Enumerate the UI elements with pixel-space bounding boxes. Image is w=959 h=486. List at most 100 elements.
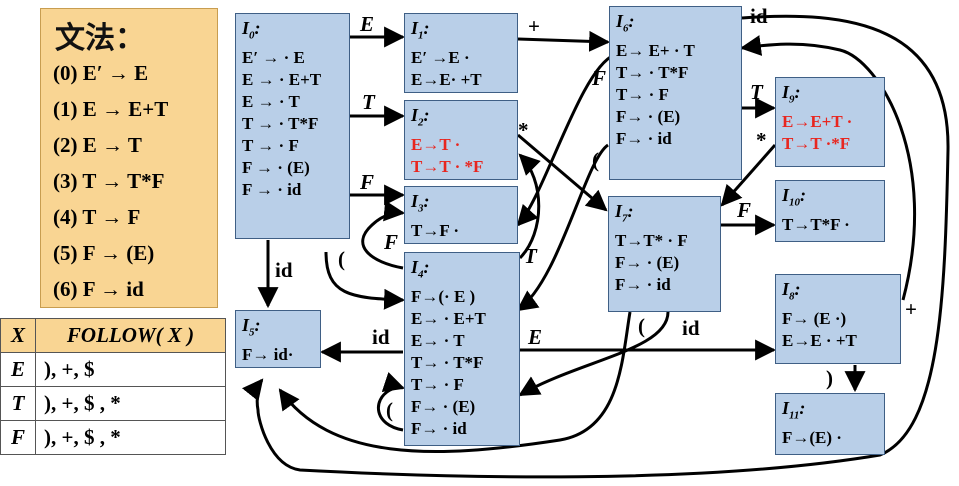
edge-label-i8-i6: + — [905, 297, 917, 321]
edge-label-i6-i5: id — [750, 4, 768, 28]
state-i5: I5: F→ id· — [235, 310, 321, 368]
state-name: I5: — [242, 315, 261, 339]
state-i10: I10: T→T*F · — [775, 180, 885, 242]
follow-set: ), +, $ — [35, 352, 226, 387]
lr-item: F→ · id — [616, 128, 672, 148]
lr-item: E→ · E+T — [411, 308, 486, 328]
lr-item: F→ (E ·) — [782, 308, 847, 328]
edge-i6-i5 — [242, 14, 950, 479]
state-name: I3: — [411, 191, 430, 215]
lr-item: F→(E) · — [782, 427, 842, 447]
follow-symbol: T — [0, 386, 36, 421]
edge-i6-i3 — [516, 53, 615, 227]
edge-i6-i4 — [516, 143, 609, 312]
lr-item: E→E · +T — [782, 330, 857, 350]
lr-item: F→ · (E) — [615, 252, 680, 272]
grammar-panel: 文法： (0) E′ → E (1) E → E+T (2) E → T (3)… — [40, 8, 218, 308]
edge-label-i6-i3: F — [592, 66, 607, 90]
lr-item: E′ → · E — [242, 47, 305, 67]
lr-item: E→T · — [411, 134, 461, 154]
edge-label-i7-i5: id — [682, 316, 700, 340]
lr-item: F→ · (E) — [411, 396, 476, 416]
edge-label-i0-i1: E — [360, 12, 375, 36]
edge-label-i4-i2: T — [524, 244, 537, 268]
lr-item: F→(· E ) — [411, 286, 476, 306]
state-name: I6: — [616, 11, 635, 35]
grammar-rule-6: (6) F → id — [53, 277, 144, 301]
lr-item: T→T* · F — [615, 230, 688, 250]
edge-label-i4-i4: ( — [386, 398, 393, 422]
edge-i7-i4 — [518, 311, 670, 397]
edge-label-i4-i8: E — [528, 325, 543, 349]
lr-item: T→ · T*F — [411, 352, 484, 372]
lr-item: E′ →E · — [411, 47, 470, 67]
follow-set: ), +, $ , * — [35, 420, 226, 455]
lr-item: F→ · id — [615, 274, 671, 294]
state-name: I10: — [782, 185, 807, 209]
edge-label-i4-i3: F — [384, 230, 399, 254]
grammar-rule-3: (3) T → T*F — [53, 169, 165, 193]
lr-item: T → · T*F — [242, 113, 319, 133]
lr-item: E → · T — [242, 91, 300, 111]
grammar-rule-5: (5) F → (E) — [53, 241, 155, 265]
lr-item: F→ id· — [242, 344, 294, 364]
lr-item: T→T*F · — [782, 214, 850, 234]
lr-item: T→ · T*F — [616, 62, 689, 82]
lr-item: T→F · — [411, 220, 460, 240]
edge-i4-i2 — [518, 153, 541, 260]
edge-label-i1-i6: + — [528, 14, 540, 38]
edge-label-i6-i4: ( — [592, 148, 599, 172]
grammar-rule-1: (1) E → E+T — [53, 97, 169, 121]
lr-item: T→T · *F — [411, 156, 484, 176]
state-i8: I8: F→ (E ·) E→E · +T — [775, 274, 901, 364]
edge-i1-i6 — [517, 30, 611, 52]
table-row: E ), +, $ — [0, 352, 226, 387]
lr-item: T→ · F — [616, 84, 669, 104]
edge-label-i0-i3: F — [360, 170, 375, 194]
state-i1: I1: E′ →E · E→E· +T — [404, 13, 518, 93]
edge-label-i0-i2: T — [362, 90, 375, 114]
state-i11: I11: F→(E) · — [775, 393, 885, 455]
state-name: I11: — [782, 398, 806, 422]
edge-label-i2-i7: * — [518, 118, 529, 142]
state-i6: I6: E→ E+ · T T→ · T*F T→ · F F→ · (E) F… — [609, 6, 742, 180]
lr-item: E→E· +T — [411, 69, 482, 89]
lr-item: T → · F — [242, 135, 299, 155]
lr-item: F → · (E) — [242, 157, 310, 177]
state-name: I2: — [411, 105, 430, 129]
edge-i4-i3 — [361, 200, 406, 270]
follow-header-symbol: X — [0, 318, 36, 353]
lr-item: E→ · T — [411, 330, 465, 350]
follow-header-set: FOLLOW( X ) — [35, 318, 226, 353]
follow-symbol: E — [0, 352, 36, 387]
follow-symbol: F — [0, 420, 36, 455]
state-name: I9: — [782, 82, 801, 106]
lr-item: E→E+T · — [782, 111, 853, 131]
grammar-rule-2: (2) E → T — [53, 133, 142, 157]
edge-label-i7-i4: ( — [638, 314, 645, 338]
grammar-rule-4: (4) T → F — [53, 205, 141, 229]
edge-label-i0-i4: ( — [338, 247, 345, 271]
lr-item: T→ · F — [411, 374, 464, 394]
edge-i7-i5 — [278, 311, 632, 453]
grammar-rule-0: (0) E′ → E — [53, 61, 149, 85]
state-i0: I0: E′ → · E E → · E+T E → · T T → · T*F… — [235, 13, 350, 239]
grammar-title: 文法： — [55, 21, 145, 56]
lr-item: F→ · (E) — [616, 106, 681, 126]
edge-label-i4-i5: id — [372, 325, 390, 349]
edge-label-i6-i9: T — [750, 80, 763, 104]
edge-i2-i7 — [517, 133, 608, 212]
lr-item: E → · E+T — [242, 69, 322, 89]
edge-i9-i7 — [720, 144, 777, 207]
state-name: I4: — [411, 257, 430, 281]
state-name: I0: — [242, 18, 261, 42]
state-i9: I9: E→E+T · T→T ·*F — [775, 77, 885, 167]
lr-item: F→ · id — [411, 418, 467, 438]
state-name: I7: — [615, 201, 634, 225]
edge-i4-i4 — [376, 372, 405, 432]
state-i2: I2: E→T · T→T · *F — [404, 100, 518, 180]
state-name: I8: — [782, 279, 801, 303]
edge-i0-i4 — [324, 251, 406, 310]
follow-set: ), +, $ , * — [35, 386, 226, 421]
